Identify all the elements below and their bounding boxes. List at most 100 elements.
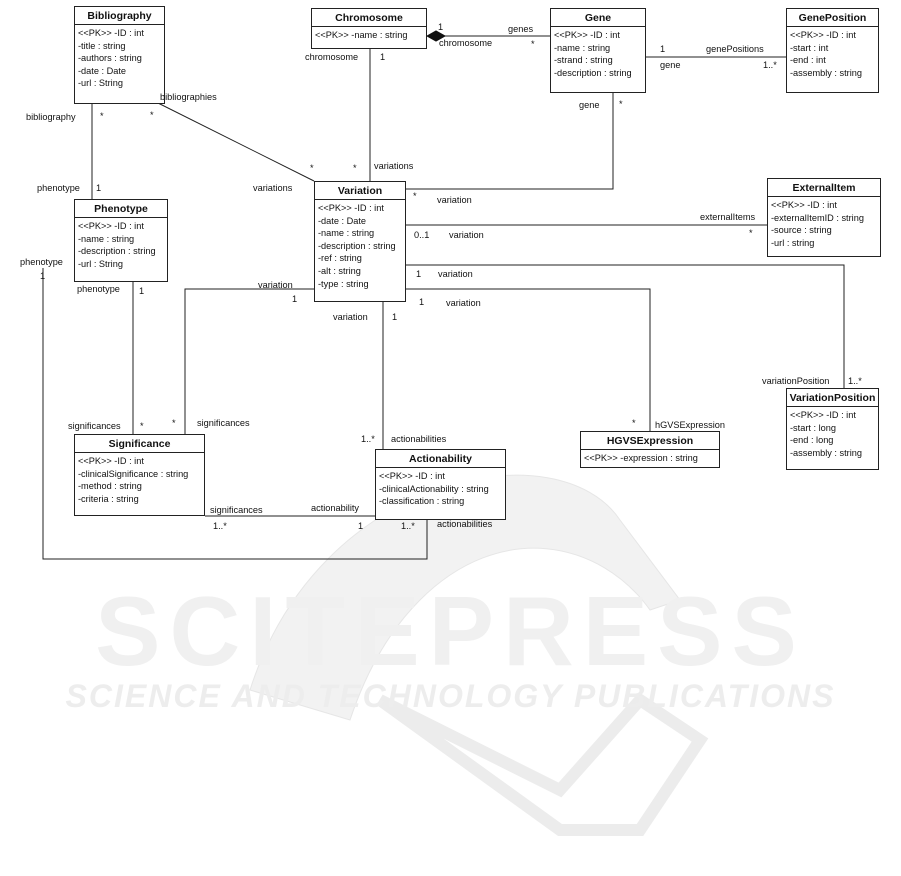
multiplicity-label: * bbox=[353, 163, 357, 173]
role-label: phenotype bbox=[77, 284, 120, 294]
attribute: -description : string bbox=[318, 240, 396, 251]
multiplicity-label: * bbox=[531, 39, 535, 49]
role-label: genes bbox=[508, 24, 534, 34]
role-label: chromosome bbox=[305, 52, 359, 62]
role-label: externalItems bbox=[700, 212, 756, 222]
attribute: -url : String bbox=[78, 258, 123, 269]
role-label: variationPosition bbox=[762, 376, 830, 386]
class-variation[interactable]: Variation <<PK>> -ID : int -date : Date … bbox=[314, 181, 406, 302]
multiplicity-label: * bbox=[140, 421, 144, 431]
assoc-variation-variationposition bbox=[406, 264, 845, 388]
multiplicity-label: 1 bbox=[380, 52, 386, 62]
assoc-phenotype-actionability bbox=[42, 268, 428, 560]
attribute: <<PK>> -ID : int bbox=[78, 456, 144, 466]
attribute: -name : string bbox=[554, 42, 611, 53]
multiplicity-label: * bbox=[150, 110, 154, 120]
attribute: -assembly : string bbox=[790, 67, 862, 78]
attribute: -type : string bbox=[318, 278, 369, 289]
attribute: <<PK>> -ID : int bbox=[318, 203, 384, 213]
multiplicity-label: 1 bbox=[96, 183, 102, 193]
attribute: <<PK>> -expression : string bbox=[584, 453, 698, 463]
class-name: GenePosition bbox=[787, 9, 878, 27]
attribute: -start : int bbox=[790, 42, 829, 53]
attribute: -end : int bbox=[790, 55, 826, 66]
multiplicity-label: 1..* bbox=[848, 376, 862, 386]
attribute: -criteria : string bbox=[78, 493, 139, 504]
attribute: -ref : string bbox=[318, 253, 362, 264]
attribute: <<PK>> -ID : int bbox=[790, 30, 856, 40]
class-name: ExternalItem bbox=[768, 179, 880, 197]
role-label: significances bbox=[68, 421, 121, 431]
attribute: <<PK>> -name : string bbox=[315, 30, 408, 40]
assoc-gene-variation bbox=[406, 93, 614, 190]
class-name: Variation bbox=[315, 182, 405, 200]
multiplicity-label: * bbox=[310, 163, 314, 173]
role-label: variation bbox=[333, 312, 368, 322]
role-label: hGVSExpression bbox=[655, 420, 725, 430]
attribute: -name : string bbox=[78, 233, 135, 244]
class-significance[interactable]: Significance <<PK>> -ID : int -clinicalS… bbox=[74, 434, 205, 516]
class-geneposition[interactable]: GenePosition <<PK>> -ID : int -start : i… bbox=[786, 8, 879, 93]
class-externalitem[interactable]: ExternalItem <<PK>> -ID : int -externalI… bbox=[767, 178, 881, 257]
watermark-title: SCITEPRESS bbox=[95, 576, 806, 686]
role-label: variation bbox=[437, 195, 472, 205]
role-label: significances bbox=[210, 505, 263, 515]
multiplicity-label: 1 bbox=[419, 297, 425, 307]
class-name: Significance bbox=[75, 435, 204, 453]
class-hgvsexpression[interactable]: HGVSExpression <<PK>> -expression : stri… bbox=[580, 431, 720, 468]
attribute: -classification : string bbox=[379, 496, 465, 507]
multiplicity-label: * bbox=[413, 191, 417, 201]
role-label: variations bbox=[374, 161, 414, 171]
attribute: -source : string bbox=[771, 225, 832, 236]
class-name: Bibliography bbox=[75, 7, 164, 25]
attribute: -alt : string bbox=[318, 265, 361, 276]
class-bibliography[interactable]: Bibliography <<PK>> -ID : int -title : s… bbox=[74, 6, 165, 104]
class-variationposition[interactable]: VariationPosition <<PK>> -ID : int -star… bbox=[786, 388, 879, 470]
multiplicity-label: 1..* bbox=[401, 521, 415, 531]
role-label: variation bbox=[449, 230, 484, 240]
multiplicity-label: 1 bbox=[416, 269, 422, 279]
role-label: variation bbox=[258, 280, 293, 290]
attribute: <<PK>> -ID : int bbox=[379, 471, 445, 481]
role-label: phenotype bbox=[37, 183, 80, 193]
attribute: -authors : string bbox=[78, 53, 142, 64]
composition-diamond bbox=[425, 30, 447, 42]
role-label: variation bbox=[446, 298, 481, 308]
attribute: -externalItemID : string bbox=[771, 212, 864, 223]
class-name: Actionability bbox=[376, 450, 505, 468]
attribute: -end : long bbox=[790, 435, 834, 446]
attribute: -date : Date bbox=[78, 65, 127, 76]
class-chromosome[interactable]: Chromosome <<PK>> -name : string bbox=[311, 8, 427, 49]
attribute: -url : String bbox=[78, 78, 123, 89]
assoc-bibliography-variation bbox=[151, 99, 315, 182]
multiplicity-label: 1 bbox=[139, 286, 145, 296]
class-gene[interactable]: Gene <<PK>> -ID : int -name : string -st… bbox=[550, 8, 646, 93]
role-label: actionabilities bbox=[391, 434, 447, 444]
attribute: -assembly : string bbox=[790, 447, 862, 458]
role-label: significances bbox=[197, 418, 250, 428]
role-label: genePositions bbox=[706, 44, 764, 54]
role-label: phenotype bbox=[20, 257, 63, 267]
attribute: -clinicalSignificance : string bbox=[78, 468, 189, 479]
attribute: -method : string bbox=[78, 481, 142, 492]
role-label: variations bbox=[253, 183, 293, 193]
multiplicity-label: 1 bbox=[40, 271, 46, 281]
attribute: -strand : string bbox=[554, 55, 613, 66]
class-actionability[interactable]: Actionability <<PK>> -ID : int -clinical… bbox=[375, 449, 506, 520]
class-phenotype[interactable]: Phenotype <<PK>> -ID : int -name : strin… bbox=[74, 199, 168, 282]
multiplicity-label: 1..* bbox=[763, 60, 777, 70]
role-label: actionability bbox=[311, 503, 360, 513]
multiplicity-label: * bbox=[632, 418, 636, 428]
assoc-variation-significance bbox=[184, 288, 314, 434]
attribute: -clinicalActionability : string bbox=[379, 483, 489, 494]
attribute: -description : string bbox=[554, 67, 632, 78]
multiplicity-label: * bbox=[749, 228, 753, 238]
attribute: <<PK>> -ID : int bbox=[78, 28, 144, 38]
multiplicity-label: 1 bbox=[358, 521, 364, 531]
multiplicity-label: * bbox=[619, 99, 623, 109]
attribute: <<PK>> -ID : int bbox=[554, 30, 620, 40]
attribute: -name : string bbox=[318, 228, 375, 239]
attribute: <<PK>> -ID : int bbox=[790, 410, 856, 420]
